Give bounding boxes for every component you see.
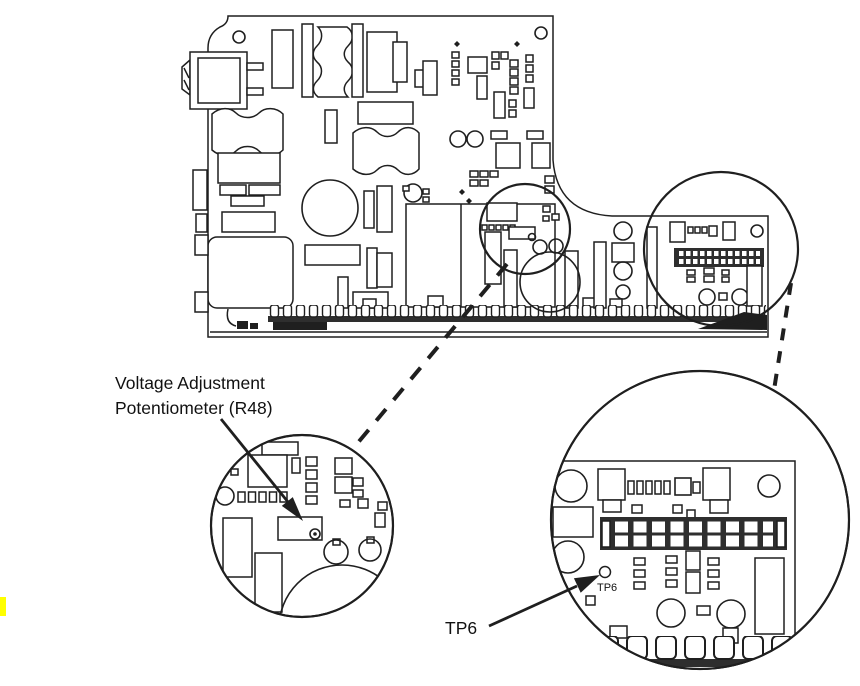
- large-capacitor-icon: [301, 179, 359, 237]
- dashed-leader-right: [772, 282, 793, 391]
- tp6-arrow-line: [488, 584, 578, 628]
- magnified-view-left: [209, 433, 395, 619]
- board-detail-circle-right: [642, 170, 800, 328]
- dashed-leader-left: [354, 262, 509, 447]
- mounting-hole-icon: [534, 26, 548, 40]
- potentiometer-arrowhead: [281, 497, 303, 521]
- yellow-highlight-marker: [0, 597, 6, 616]
- tp6-test-point-icon: [598, 565, 612, 579]
- tp6-arrowhead: [573, 575, 600, 593]
- left-power-connector: [181, 51, 264, 110]
- mid-board-components: [192, 169, 623, 329]
- callout-tp6: TP6 TP6: [445, 575, 617, 638]
- voltage-adjust-area-components: [481, 202, 564, 308]
- potentiometer-arrow-line: [219, 418, 290, 503]
- pcb-board: [181, 15, 800, 338]
- transformer-cluster: [211, 23, 438, 207]
- potentiometer-label-line2: Potentiometer (R48): [115, 398, 273, 418]
- mounting-hole-icon: [232, 30, 246, 44]
- board-detail-circle-left: [478, 182, 572, 276]
- callout-potentiometer: Voltage Adjustment Potentiometer (R48): [115, 373, 303, 521]
- board-capacitor-circle: [519, 251, 581, 313]
- relay-icon: [207, 236, 294, 309]
- magnified-view-right: [549, 369, 851, 671]
- potentiometer-label-line1: Voltage Adjustment: [115, 373, 265, 393]
- tp6-board-label: TP6: [597, 582, 617, 594]
- tp6-label: TP6: [445, 618, 477, 638]
- smd-component-cluster: [449, 41, 551, 169]
